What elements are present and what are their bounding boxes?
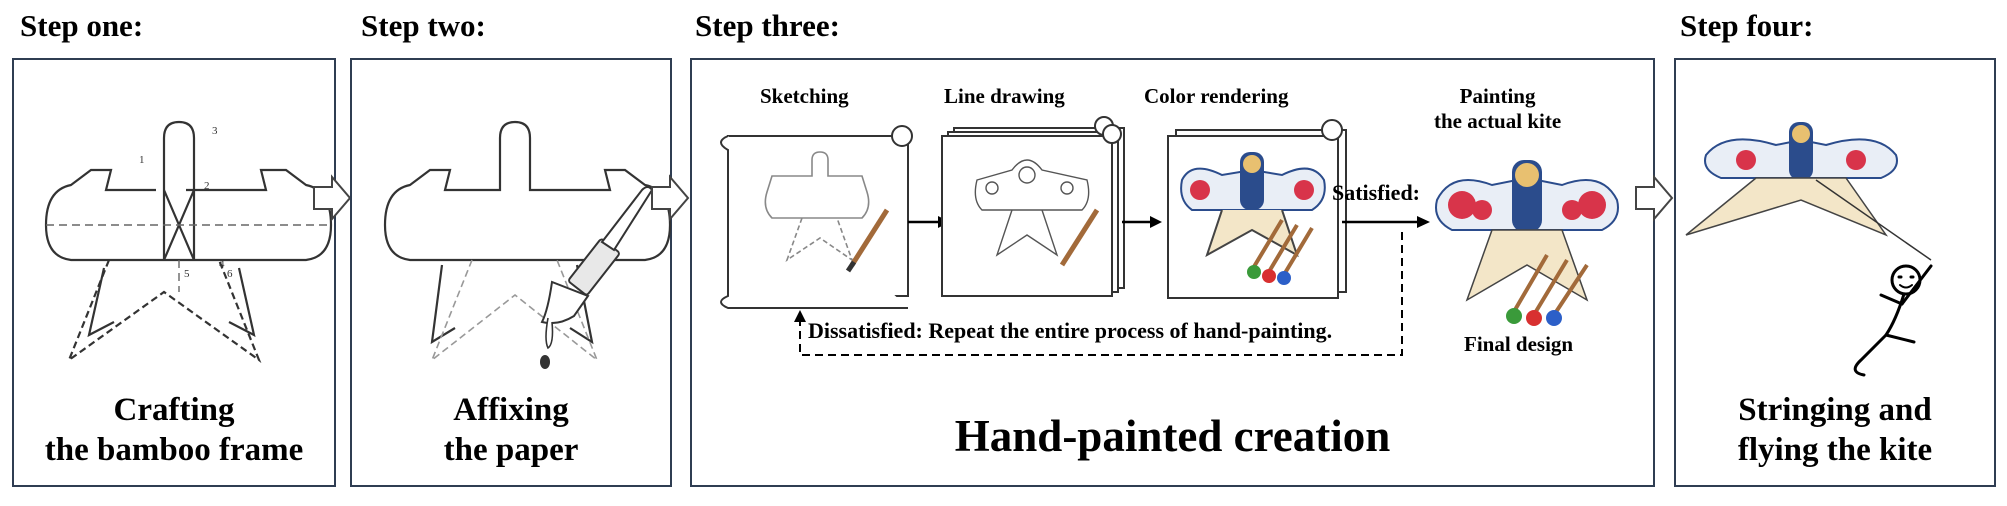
frame-label-6: 6 [227,268,233,280]
sketching-scroll [720,125,913,309]
paper-kite-illustration [383,120,672,369]
step-two-caption: Affixing the paper [443,392,579,469]
arrow-3-to-4 [1635,174,1674,222]
frame-label-2: 2 [204,180,210,192]
arrow-1-to-2 [313,174,352,222]
step-three-caption: Hand-painted creation [954,411,1391,461]
step-four-caption: Stringing and flying the kite [1737,392,1933,469]
step-four-title: Step four: [1680,8,1814,43]
label-final-design: Final design [1464,332,1574,356]
running-person-icon [1853,264,1933,377]
color-rendering-scroll [1167,119,1347,299]
label-sketching: Sketching [760,84,849,108]
step-two-title: Step two: [361,8,486,43]
step-one-title: Step one: [20,8,144,43]
panel-step-one: 3 1 2 4 5 6 Crafting the bamboo frame [12,58,336,487]
step-one-caption: Crafting the bamboo frame [44,392,304,469]
hand-painting-process-diagram [720,116,1619,356]
panel-step-four: Stringing and flying the kite [1674,58,1996,487]
frame-label-3: 3 [212,125,218,137]
satisfied-label: Satisfied: [1332,180,1420,205]
final-kite-illustration [1435,160,1619,326]
line-drawing-scroll [941,116,1125,297]
frame-label-1: 1 [139,154,145,166]
step-three-title: Step three: [695,8,840,43]
flying-kite-illustration [1685,122,1933,377]
label-line-drawing: Line drawing [944,84,1065,108]
label-color-rendering: Color rendering [1144,84,1289,108]
frame-label-5: 5 [184,268,190,280]
dissatisfied-label: Dissatisfied: Repeat the entire process … [808,318,1333,343]
panel-step-three: Sketching Line drawing Color rendering P… [690,58,1655,487]
panel-step-two: Affixing the paper [350,58,672,487]
kite-in-sky [1685,122,1898,237]
brush-icon [540,186,654,369]
label-painting-actual-kite: Painting the actual kite [1434,84,1562,134]
frame-label-4: 4 [219,258,225,270]
arrow-2-to-3 [651,174,690,222]
